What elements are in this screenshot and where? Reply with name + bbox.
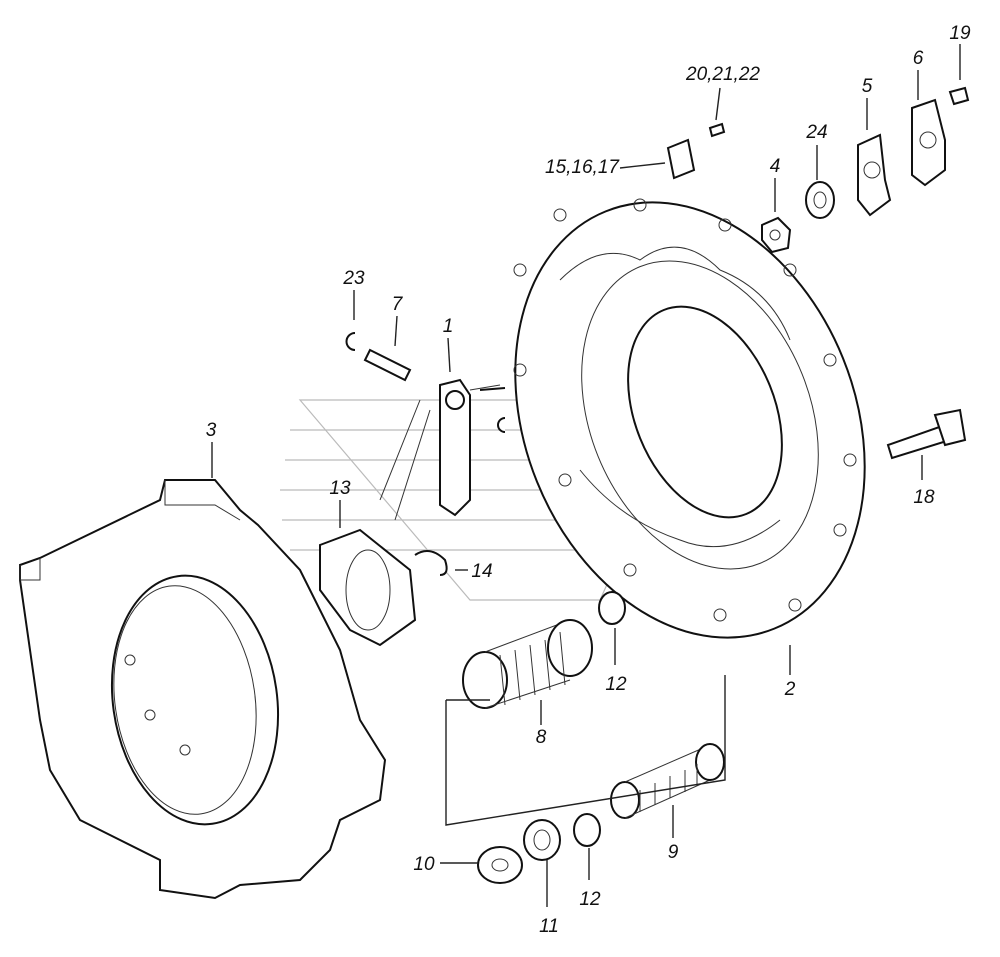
callout-20-21-22: 20,21,22 [685,64,760,85]
callout-13: 13 [329,478,351,499]
callout-12-upper: 12 [605,674,627,695]
callout-2: 2 [784,679,796,700]
part-washer-10 [477,846,523,884]
callout-10: 10 [413,854,435,875]
callout-19: 19 [949,23,971,44]
part-clip [345,332,506,433]
callout-23: 23 [342,268,365,289]
callout-18: 18 [913,487,935,508]
part-washer-24 [805,181,835,219]
callout-24: 24 [805,122,827,143]
part-plate-15 [666,138,696,180]
part-release-lever [379,378,506,521]
part-bolt-18 [886,408,967,460]
callout-8: 8 [536,727,547,748]
callout-labels: 1 2 3 4 5 6 7 8 9 10 11 12 12 13 14 15,1… [206,23,971,937]
part-washer-11 [523,819,561,861]
part-bracket-5 [857,133,892,217]
callout-12-lower: 12 [579,889,601,910]
callout-7: 7 [392,294,404,315]
callout-15-16-17: 15,16,17 [545,157,620,178]
part-small-spring [610,743,725,819]
part-spring-seat [573,591,626,847]
callout-3: 3 [206,420,217,441]
part-bearing-cage [319,528,417,647]
leader-lines [211,44,961,907]
callout-14: 14 [471,561,492,582]
part-pin [363,348,412,382]
part-pressure-plate [19,479,387,900]
callout-9: 9 [668,842,679,863]
part-screw-20 [708,122,726,138]
cover-bolt-holes [513,198,857,622]
part-clutch-cover [513,198,866,639]
part-large-spring [462,619,593,709]
callout-6: 6 [913,48,924,69]
part-spring-clip [414,550,448,576]
callout-5: 5 [862,76,873,97]
callout-11: 11 [539,916,559,937]
callout-4: 4 [770,156,781,177]
part-bracket-6 [911,98,946,187]
callout-1: 1 [443,316,454,337]
part-screw-19 [948,86,970,106]
part-nut [761,216,792,254]
